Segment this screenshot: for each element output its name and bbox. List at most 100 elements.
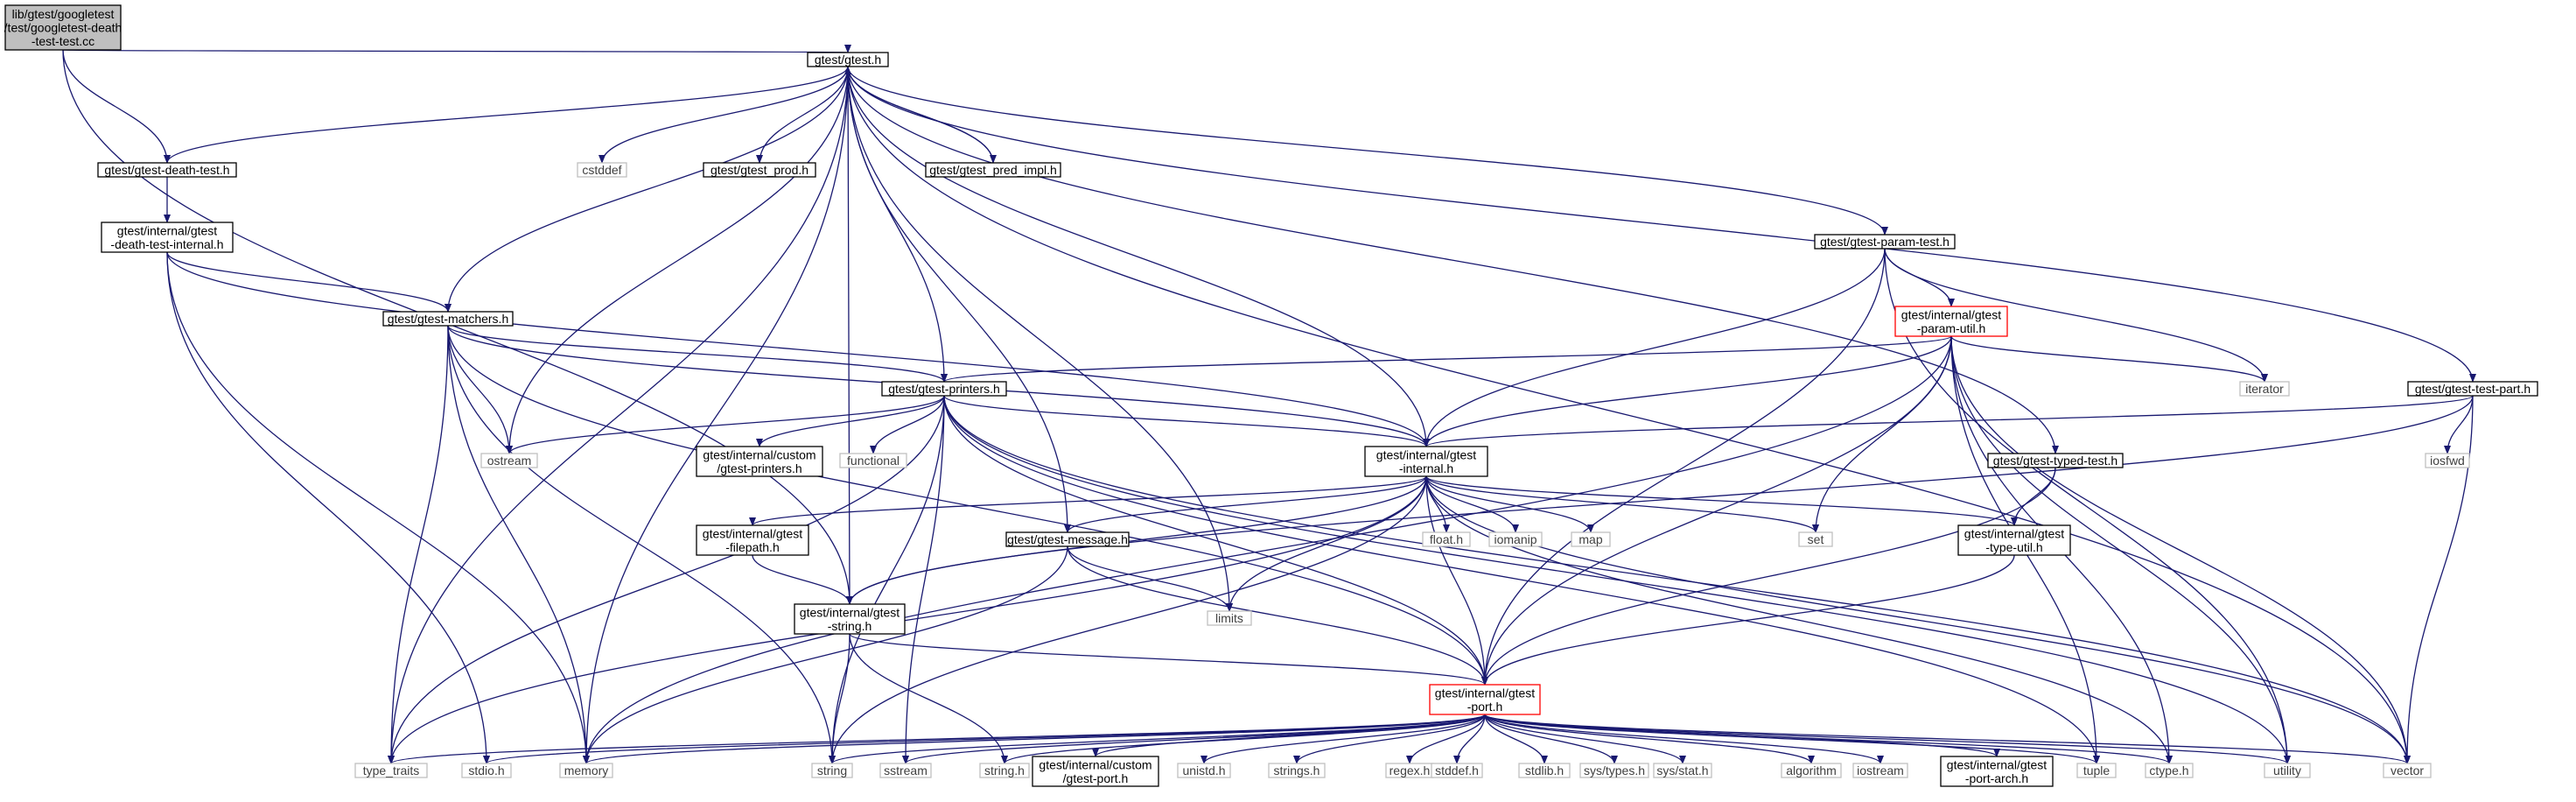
node-label: -death-test-internal.h (110, 237, 223, 251)
node-box (382, 311, 514, 327)
edge-gtest-h-to-memory (583, 66, 849, 764)
edge-printers-h-to-internal-h (943, 395, 1430, 447)
node-test-part-h[interactable]: gtest/gtest-test-part.h (2407, 381, 2538, 397)
edge-param-util-h-to-memory (583, 335, 1952, 764)
edge-port-h-to-strings-h (1293, 714, 1486, 764)
node-box (1207, 610, 1252, 626)
node-label: regex.h (1390, 763, 1431, 777)
node-vector: vector (2383, 763, 2432, 778)
node-typed-test-h[interactable]: gtest/gtest-typed-test.h (1987, 453, 2124, 468)
edge-internal-h-to-string-internal-h (846, 475, 1427, 605)
edge-port-h-to-utility (1484, 714, 2291, 764)
node-string-internal-h[interactable]: gtest/internal/gtest-string.h (794, 603, 906, 635)
node-regex-h: regex.h (1385, 763, 1434, 778)
edge-port-h-to-type-traits (388, 714, 1486, 764)
node-param-util-h[interactable]: gtest/internal/gtest-param-util.h (1894, 306, 2008, 337)
node-box (1032, 756, 1159, 787)
edge-root-to-gtest-h (62, 44, 849, 53)
edge-param-util-h-to-printers-h (941, 335, 1952, 383)
node-label: vector (2390, 763, 2424, 777)
node-death-test-h[interactable]: gtest/gtest-death-test.h (97, 162, 237, 178)
edge-filepath-h-to-string-internal-h (752, 554, 853, 605)
node-box (461, 763, 512, 778)
node-label: limits (1215, 611, 1243, 625)
node-label: iomanip (1494, 532, 1536, 546)
node-label: string (817, 763, 847, 777)
node-gtest-prod-h[interactable]: gtest/gtest_prod.h (703, 162, 816, 178)
node-label: iterator (2245, 382, 2284, 396)
node-memory: memory (559, 763, 613, 778)
node-box (696, 446, 823, 477)
node-box (925, 162, 1061, 178)
node-float-h: float.h (1422, 531, 1471, 547)
node-functional: functional (839, 453, 907, 468)
node-box (2239, 381, 2290, 397)
edge-gtest-h-to-string-internal-h (845, 66, 853, 605)
edge-matchers-h-to-type-traits (388, 325, 449, 764)
edge-internal-h-to-type-util-h (1425, 475, 2018, 526)
edge-internal-h-to-string (829, 475, 1427, 764)
node-tuple: tuple (2076, 763, 2117, 778)
edge-param-util-h-to-set (1812, 335, 1952, 533)
edge-pred-impl-h-to-gtest-h (844, 66, 994, 164)
node-iostream: iostream (1852, 763, 1908, 778)
node-box (559, 763, 613, 778)
node-sys-stat-h: sys/stat.h (1653, 763, 1712, 778)
edge-printers-h-to-ostream (506, 395, 945, 454)
node-box (1005, 531, 1130, 547)
node-box (1488, 531, 1543, 547)
edge-test-part-h-to-vector (2404, 395, 2474, 764)
node-label: -type-util.h (1985, 540, 2042, 554)
node-port-h[interactable]: gtest/internal/gtest-port.h (1429, 684, 1541, 715)
node-filepath-h[interactable]: gtest/internal/gtest-filepath.h (696, 524, 809, 556)
node-box (1814, 234, 1956, 250)
node-label: lib/gtest/googletest (12, 7, 115, 21)
node-param-test-h[interactable]: gtest/gtest-param-test.h (1814, 234, 1956, 250)
node-box (577, 162, 627, 178)
edge-type-util-h-to-port-h (1481, 554, 2015, 686)
node-label: gtest/gtest-message.h (1007, 532, 1128, 546)
node-gtest-h[interactable]: gtest/gtest.h (807, 52, 889, 67)
node-box (1431, 763, 1483, 778)
node-message-h[interactable]: gtest/gtest-message.h (1005, 531, 1130, 547)
node-label: unistd.h (1182, 763, 1225, 777)
edge-death-internal-h-to-internal-h (166, 251, 1430, 447)
node-custom-printers-h[interactable]: gtest/internal/custom/gtest-printers.h (696, 446, 823, 477)
node-root[interactable]: lib/gtest/googletest/test/googletest-dea… (4, 4, 122, 51)
node-label: gtest/gtest-printers.h (888, 382, 1000, 396)
node-type-util-h[interactable]: gtest/internal/gtest-type-util.h (1957, 524, 2071, 556)
edge-message-h-to-port-h (1067, 545, 1488, 686)
edge-internal-h-to-message-h (1064, 475, 1427, 533)
node-label: /gtest-printers.h (717, 461, 802, 475)
node-label: stdio.h (468, 763, 504, 777)
edge-gtest-h-to-cstddef (598, 66, 849, 164)
node-pred-impl-h[interactable]: gtest/gtest_pred_impl.h (925, 162, 1061, 178)
node-matchers-h[interactable]: gtest/gtest-matchers.h (382, 311, 514, 327)
node-port-arch-h[interactable]: gtest/internal/gtest-port-arch.h (1940, 756, 2054, 787)
node-death-internal-h[interactable]: gtest/internal/gtest-death-test-internal… (101, 222, 234, 253)
node-label: -port.h (1467, 700, 1502, 714)
node-box (101, 222, 234, 253)
node-printers-h[interactable]: gtest/gtest-printers.h (881, 381, 1007, 397)
node-custom-port-h[interactable]: gtest/internal/custom/gtest-port.h (1032, 756, 1159, 787)
node-label: gtest/gtest_pred_impl.h (929, 163, 1057, 177)
edge-internal-h-to-iomanip (1425, 475, 1519, 533)
node-box (1987, 453, 2124, 468)
node-label: string.h (984, 763, 1025, 777)
edge-port-h-to-regex-h (1406, 714, 1486, 764)
node-label: -test-test.cc (32, 34, 94, 48)
node-string-h: string.h (979, 763, 1030, 778)
node-box (794, 603, 906, 635)
edge-test-part-h-to-internal-h (1423, 395, 2474, 447)
edge-matchers-h-to-printers-h (447, 325, 948, 383)
node-label: gtest/gtest_prod.h (710, 163, 808, 177)
node-box (2264, 763, 2311, 778)
node-box (1653, 763, 1712, 778)
node-box (1571, 531, 1611, 547)
node-internal-h[interactable]: gtest/internal/gtest-internal.h (1364, 446, 1488, 477)
node-type-traits: type_traits (354, 763, 428, 778)
node-box (1268, 763, 1326, 778)
node-map: map (1571, 531, 1611, 547)
node-box (2145, 763, 2194, 778)
edge-port-h-to-unistd-h (1200, 714, 1486, 764)
